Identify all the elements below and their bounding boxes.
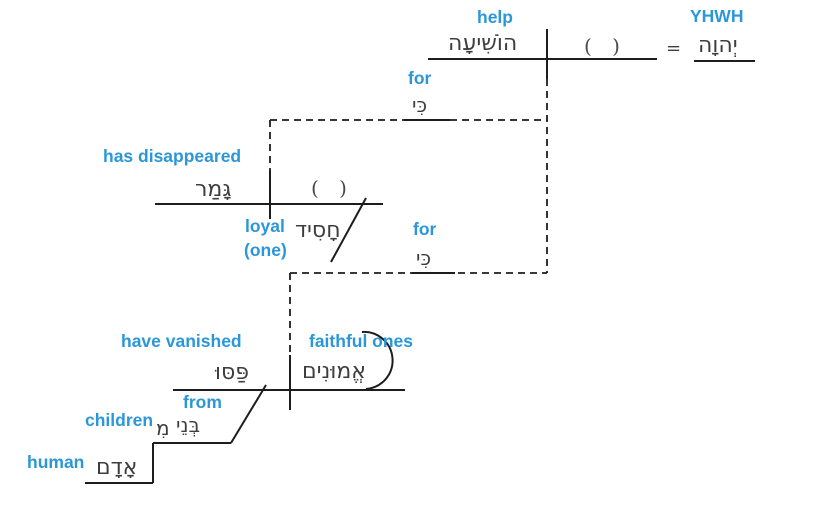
- word-hoshiah[interactable]: הוֹשִׁיעָה: [448, 31, 518, 56]
- gloss-has-disappeared[interactable]: has disappeared: [103, 146, 242, 166]
- word-emunim[interactable]: אֱמוּנִים: [302, 359, 366, 384]
- preposition-slant: [230, 384, 267, 444]
- word-bnei[interactable]: בְּנֵי: [176, 413, 201, 437]
- word-yhwh[interactable]: יְהוָה: [698, 33, 738, 58]
- gloss-for-1[interactable]: for: [408, 68, 432, 88]
- gloss-from[interactable]: from: [183, 392, 222, 412]
- gloss-yhwh[interactable]: YHWH: [690, 6, 744, 26]
- gloss-have-vanished[interactable]: have vanished: [121, 331, 242, 351]
- word-adam[interactable]: אָדָם: [96, 455, 138, 480]
- gloss-children[interactable]: children: [85, 410, 154, 430]
- word-passu[interactable]: פַּסּוּ: [215, 360, 250, 385]
- gloss-help[interactable]: help: [477, 7, 513, 27]
- clause2-modifier-slash: [330, 197, 367, 263]
- placeholder-main-subject[interactable]: ( ): [584, 34, 620, 58]
- subject-hook-arc: [361, 330, 394, 390]
- word-ki-1[interactable]: כִּי: [412, 93, 428, 117]
- placeholder-clause2-subject[interactable]: ( ): [311, 176, 347, 200]
- word-ki-2[interactable]: כִּי: [416, 246, 432, 270]
- gloss-loyal[interactable]: loyal: [245, 216, 285, 236]
- gloss-for-2[interactable]: for: [413, 219, 437, 239]
- gloss-human[interactable]: human: [27, 452, 85, 472]
- word-gamar[interactable]: גָּמַר: [195, 177, 232, 202]
- gloss-faithful-ones[interactable]: faithful ones: [309, 331, 414, 351]
- gloss-one[interactable]: (one): [244, 240, 287, 260]
- word-mi[interactable]: מִ: [156, 416, 170, 440]
- word-chasid[interactable]: חָסִיד: [295, 218, 341, 243]
- equals-sign: =: [666, 38, 682, 59]
